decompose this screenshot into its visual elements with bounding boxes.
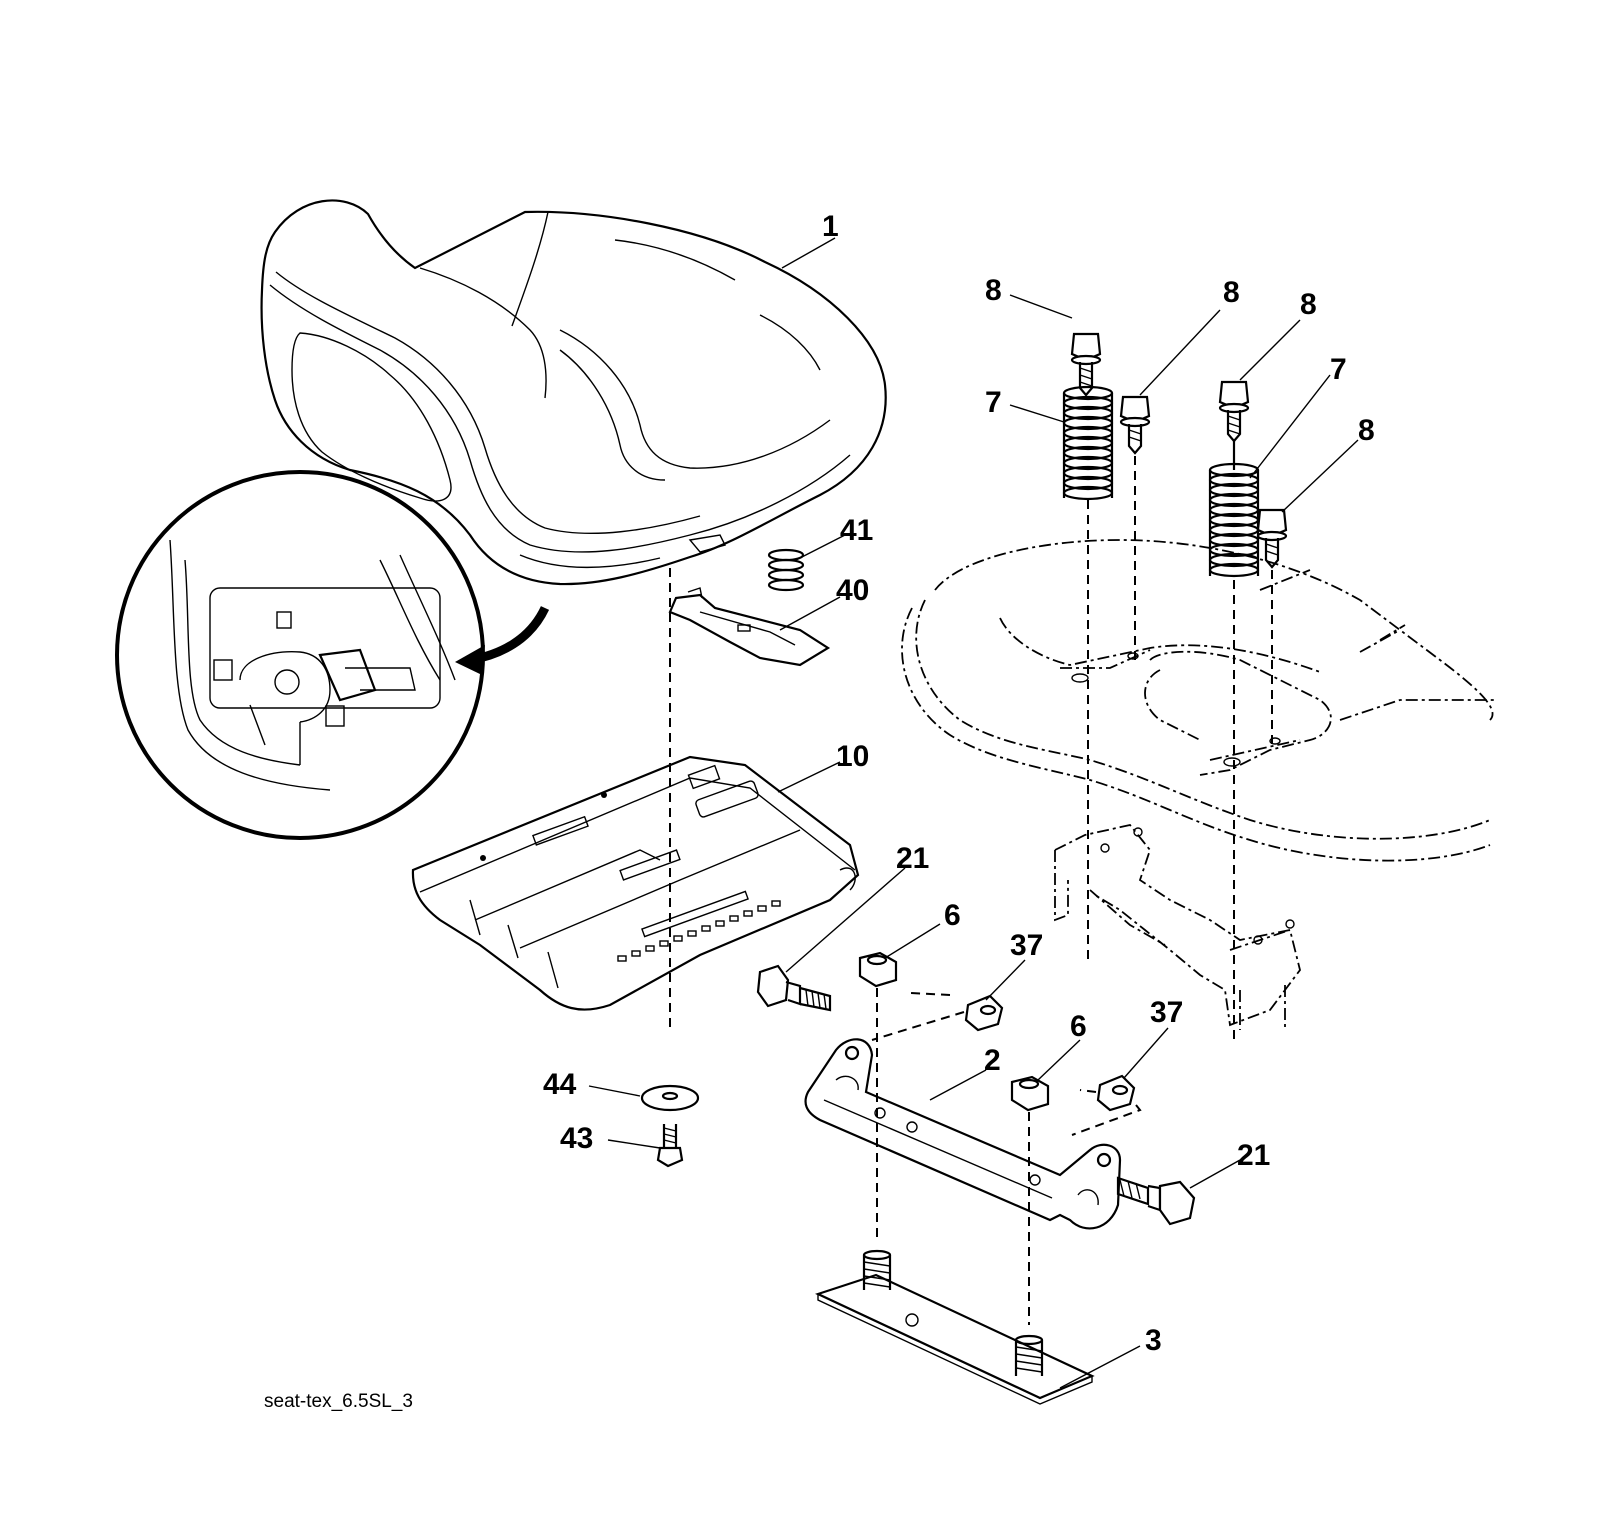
callout-washer: 44 [543, 1068, 577, 1101]
nut-a [858, 951, 898, 988]
callout-small-spring: 41 [840, 514, 873, 547]
bolt-b [1119, 395, 1151, 455]
shoulder-bolt-a [756, 964, 832, 1012]
locknut-b [1096, 1074, 1136, 1112]
nut-b [1010, 1075, 1050, 1112]
callout-bolt-c: 8 [1300, 288, 1317, 321]
screw [656, 1124, 684, 1168]
callout-nut-b: 6 [1070, 1010, 1087, 1043]
stud-a [862, 1249, 892, 1290]
leader-lines [588, 237, 1359, 1389]
chassis-outline [901, 539, 1495, 1030]
detail-inset [115, 470, 550, 840]
centerline-locknut-b [1071, 1089, 1142, 1136]
callout-shoulder-bolt-b: 21 [1237, 1139, 1270, 1172]
callout-seat: 1 [822, 210, 839, 243]
bolt-d [1256, 508, 1288, 569]
drawing-caption: seat-tex_6.5SL_3 [264, 1391, 413, 1412]
callout-nut-a: 6 [944, 899, 961, 932]
callout-locknut-a: 37 [1010, 929, 1043, 962]
callout-labels: 1 8 8 8 7 7 8 41 40 10 21 6 37 6 37 2 21… [543, 210, 1375, 1357]
centerline-locknut-a [871, 992, 965, 1041]
bolt-a [1070, 332, 1102, 397]
small-spring [767, 548, 805, 592]
washer [640, 1084, 700, 1112]
callout-locknut-b: 37 [1150, 996, 1183, 1029]
stud-b [1014, 1334, 1044, 1376]
locknut-a [964, 994, 1004, 1032]
seat [260, 199, 887, 586]
callout-shoulder-bolt-a: 21 [896, 842, 929, 875]
base-plate [815, 1249, 1095, 1405]
callout-spring-a: 7 [985, 386, 1002, 419]
callout-bolt-b: 8 [1223, 276, 1240, 309]
spring-a [1062, 385, 1114, 501]
callout-spring-b: 7 [1330, 353, 1347, 386]
callout-switch-bracket: 40 [836, 574, 869, 607]
slot-row [617, 900, 781, 962]
callout-bolt-a: 8 [985, 274, 1002, 307]
callout-screw: 43 [560, 1122, 593, 1155]
seat-pan [411, 755, 860, 1011]
spring-b [1208, 462, 1260, 578]
bolt-c [1218, 380, 1250, 443]
callout-bracket: 2 [984, 1044, 1001, 1077]
callout-seat-pan: 10 [836, 740, 869, 773]
callout-bolt-d: 8 [1358, 414, 1375, 447]
shoulder-bolt-b [1116, 1176, 1196, 1226]
switch-bracket [668, 587, 831, 667]
callout-base-plate: 3 [1145, 1324, 1162, 1357]
